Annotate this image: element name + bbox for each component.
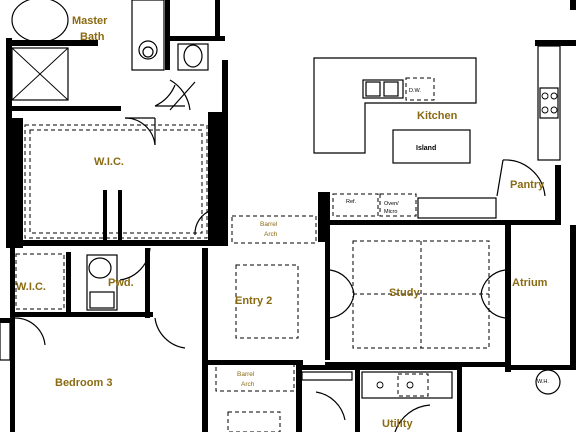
wic-left-label: W.I.C. <box>16 281 46 293</box>
barrel-arch-top-line2: Arch <box>264 231 278 238</box>
pantry-label: Pantry <box>510 179 545 191</box>
misc-doors <box>0 84 213 361</box>
refrigerator-label: Ref. <box>346 199 357 205</box>
barrel-arch-bottom-line2: Arch <box>241 381 255 388</box>
entry-2-features <box>235 264 299 339</box>
oven-label-line1: Oven/ <box>384 201 399 207</box>
master-bath-fixtures <box>11 0 209 111</box>
wic-top-label: W.I.C. <box>94 156 124 168</box>
atrium-label: Atrium <box>512 277 548 289</box>
oven-label-line2: Micro <box>384 209 397 215</box>
wic-top-shelving <box>24 117 208 239</box>
pantry-door <box>496 159 546 197</box>
barrel-arch-top-line1: Barrel <box>260 221 278 228</box>
study-features <box>329 240 506 349</box>
barrel-arch-bottom-line1: Barrel <box>237 371 255 378</box>
kitchen-label: Kitchen <box>417 110 458 122</box>
powder-room-label: Pwd. <box>108 277 134 289</box>
dishwasher-label: D.W. <box>409 88 421 94</box>
utility-features <box>301 369 561 432</box>
bedroom-3-label: Bedroom 3 <box>55 377 112 389</box>
wic-left-and-powder <box>14 247 186 349</box>
entry-2-label: Entry 2 <box>235 295 272 307</box>
island-label: Island <box>416 145 436 152</box>
water-heater-label: W.H. <box>537 379 549 385</box>
barrel-arch-bottom <box>215 363 295 432</box>
study-label: Study <box>389 287 420 299</box>
master-bath-label-line2: Bath <box>80 31 105 43</box>
utility-label: Utility <box>382 418 413 430</box>
barrel-arch-top <box>231 215 317 244</box>
master-bath-label-line1: Master <box>72 15 108 27</box>
kitchen-fixtures <box>313 45 561 219</box>
